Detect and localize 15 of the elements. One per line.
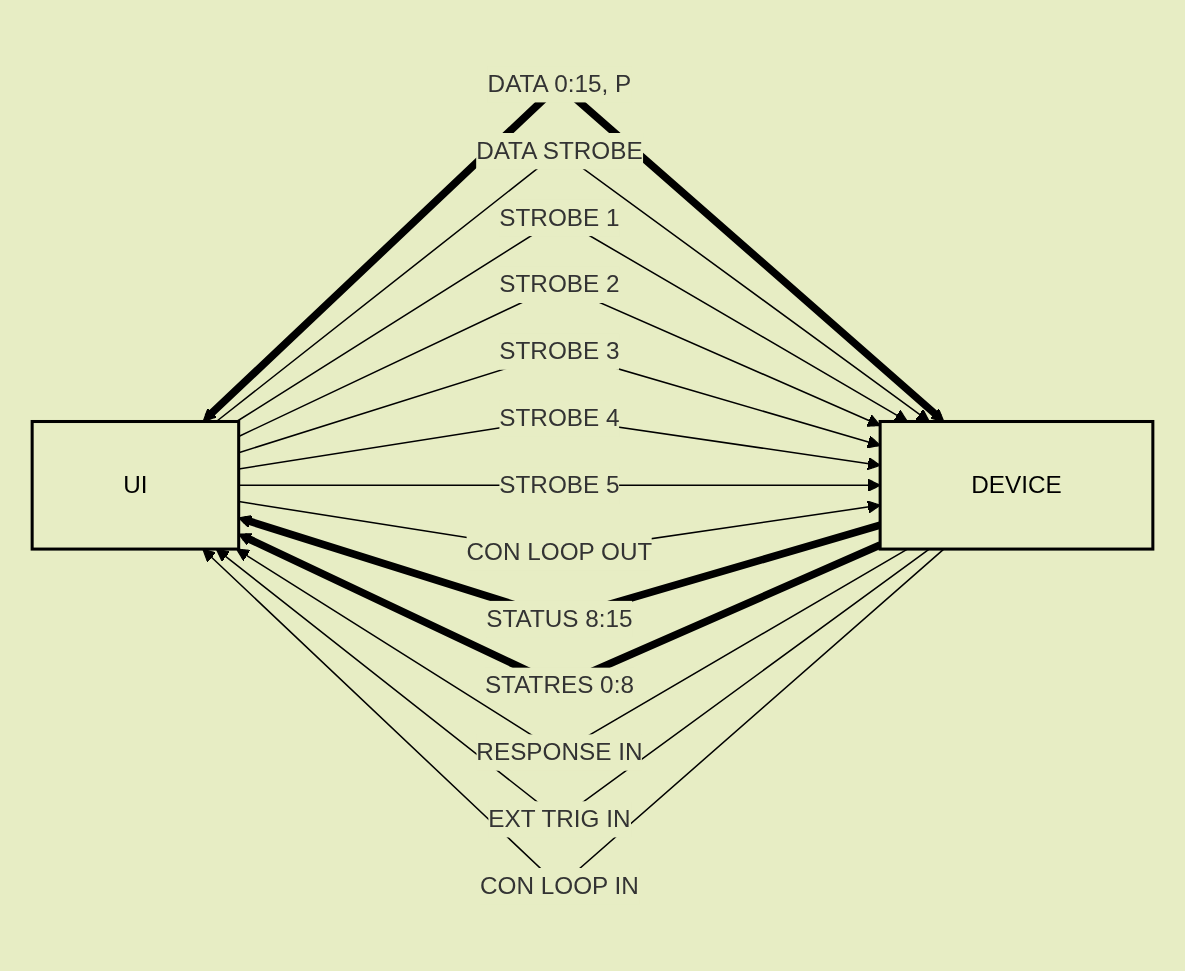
node-box: UI [30, 420, 241, 551]
edge-label: STROBE 3 [499, 338, 620, 364]
edge-label: CON LOOP OUT [466, 538, 653, 565]
edge-label: RESPONSE IN [476, 739, 643, 765]
edge-label: CON LOOP IN [479, 872, 639, 899]
edge-label: STATRES 0:8 [484, 672, 634, 699]
edge-label: DATA 0:15, P [487, 70, 632, 97]
edge-label: STROBE 2 [499, 271, 620, 298]
edge-label: STROBE 4 [499, 405, 620, 431]
node-box: DEVICE [878, 420, 1155, 551]
edge-label: DATA STROBE [476, 137, 643, 164]
edge-label: STROBE 5 [499, 471, 620, 498]
edge-label: EXT TRIG IN [488, 805, 631, 832]
edge-label: STROBE 1 [499, 204, 620, 231]
edge-label: STATUS 8:15 [486, 605, 633, 632]
